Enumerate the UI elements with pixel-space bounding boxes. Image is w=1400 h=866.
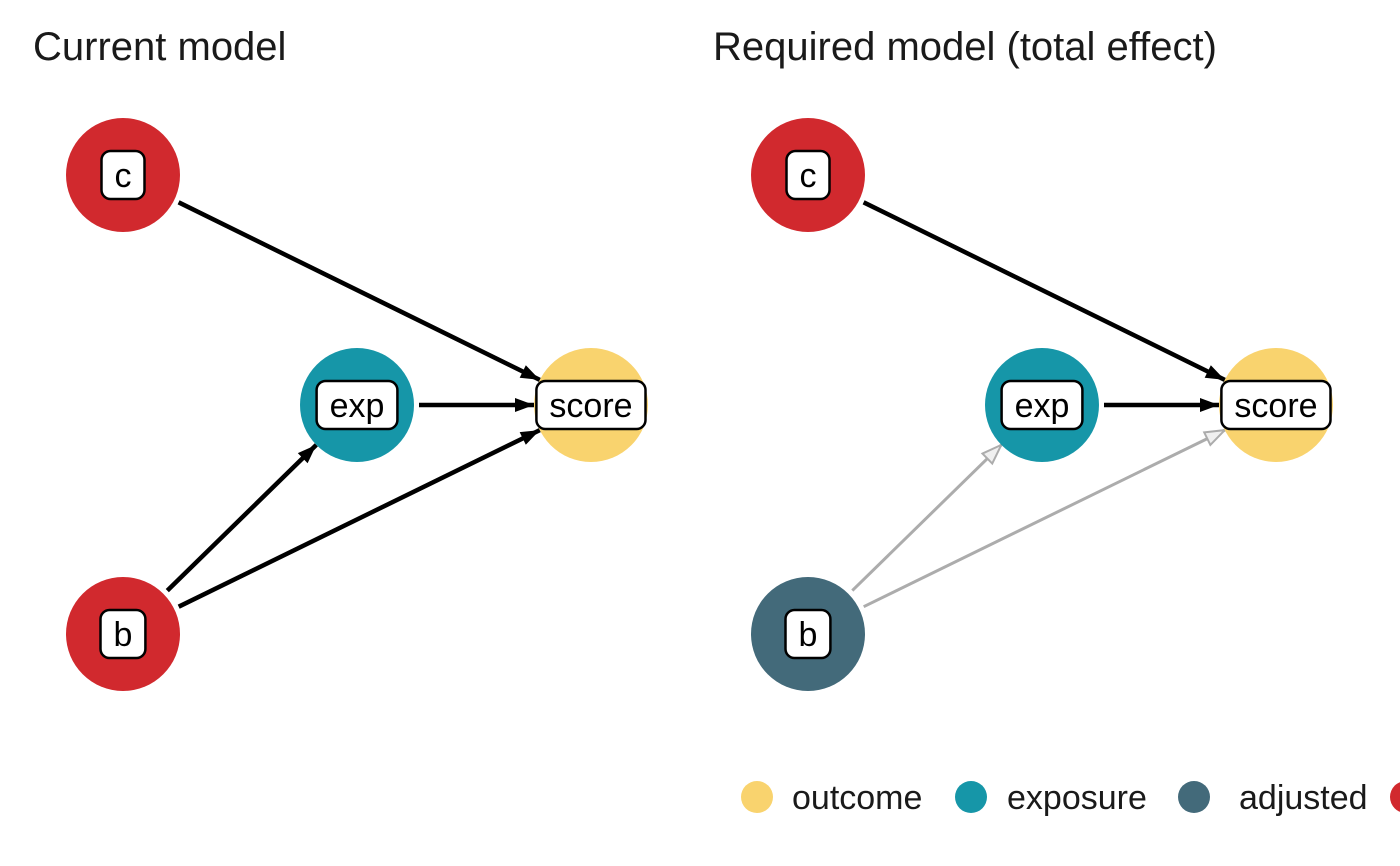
node-label-box <box>1000 379 1084 431</box>
legend-swatch-adjusted-icon <box>1178 781 1210 813</box>
node-label-box <box>785 149 831 201</box>
edge-c-to-score <box>177 200 541 382</box>
legend-swatch-unadjusted-icon <box>1390 782 1400 812</box>
legend-label-exposure: exposure <box>1007 779 1147 817</box>
edge-c-to-score <box>862 200 1226 382</box>
node-label-box <box>315 379 399 431</box>
node-label-text: score <box>1234 387 1317 425</box>
node-label-text: c <box>115 157 132 195</box>
dag-node-exp: exp <box>300 348 414 462</box>
dag-node-b: b <box>751 577 865 691</box>
node-label-box <box>535 379 647 431</box>
node-label-text: b <box>114 616 133 654</box>
node-label-box <box>100 149 146 201</box>
panel-title-required-model: Required model (total effect) <box>713 25 1217 69</box>
edge-b-to-score <box>863 428 1228 609</box>
node-label-text: c <box>800 157 817 195</box>
node-label-box <box>1220 379 1332 431</box>
legend-swatch-exposure-icon <box>955 781 987 813</box>
edge-b-to-exp <box>851 442 1004 592</box>
dag-node-b: b <box>66 577 180 691</box>
node-label-text: b <box>799 616 818 654</box>
current-model-nodes: c exp score b <box>66 118 648 691</box>
node-label-text: exp <box>330 387 385 425</box>
legend-label-outcome: outcome <box>792 779 922 817</box>
required-model-nodes: c exp score b <box>751 118 1333 691</box>
node-label-text: exp <box>1015 387 1070 425</box>
panel-title-current-model: Current model <box>33 25 286 69</box>
dag-node-c: c <box>751 118 865 232</box>
node-label-box <box>99 608 147 660</box>
legend-label-adjusted: adjusted <box>1239 779 1368 817</box>
node-label-box <box>784 608 832 660</box>
legend-swatch-outcome-icon <box>741 781 773 813</box>
dag-node-exp: exp <box>985 348 1099 462</box>
legend: outcome exposure adjusted <box>741 779 1400 817</box>
edge-b-to-score <box>177 428 541 609</box>
node-label-text: score <box>549 387 632 425</box>
dag-node-c: c <box>66 118 180 232</box>
required-model-edges <box>851 200 1228 609</box>
edge-b-to-exp <box>165 443 318 593</box>
current-model-edges <box>165 200 541 609</box>
dag-node-score: score <box>1219 348 1333 462</box>
dag-node-score: score <box>534 348 648 462</box>
